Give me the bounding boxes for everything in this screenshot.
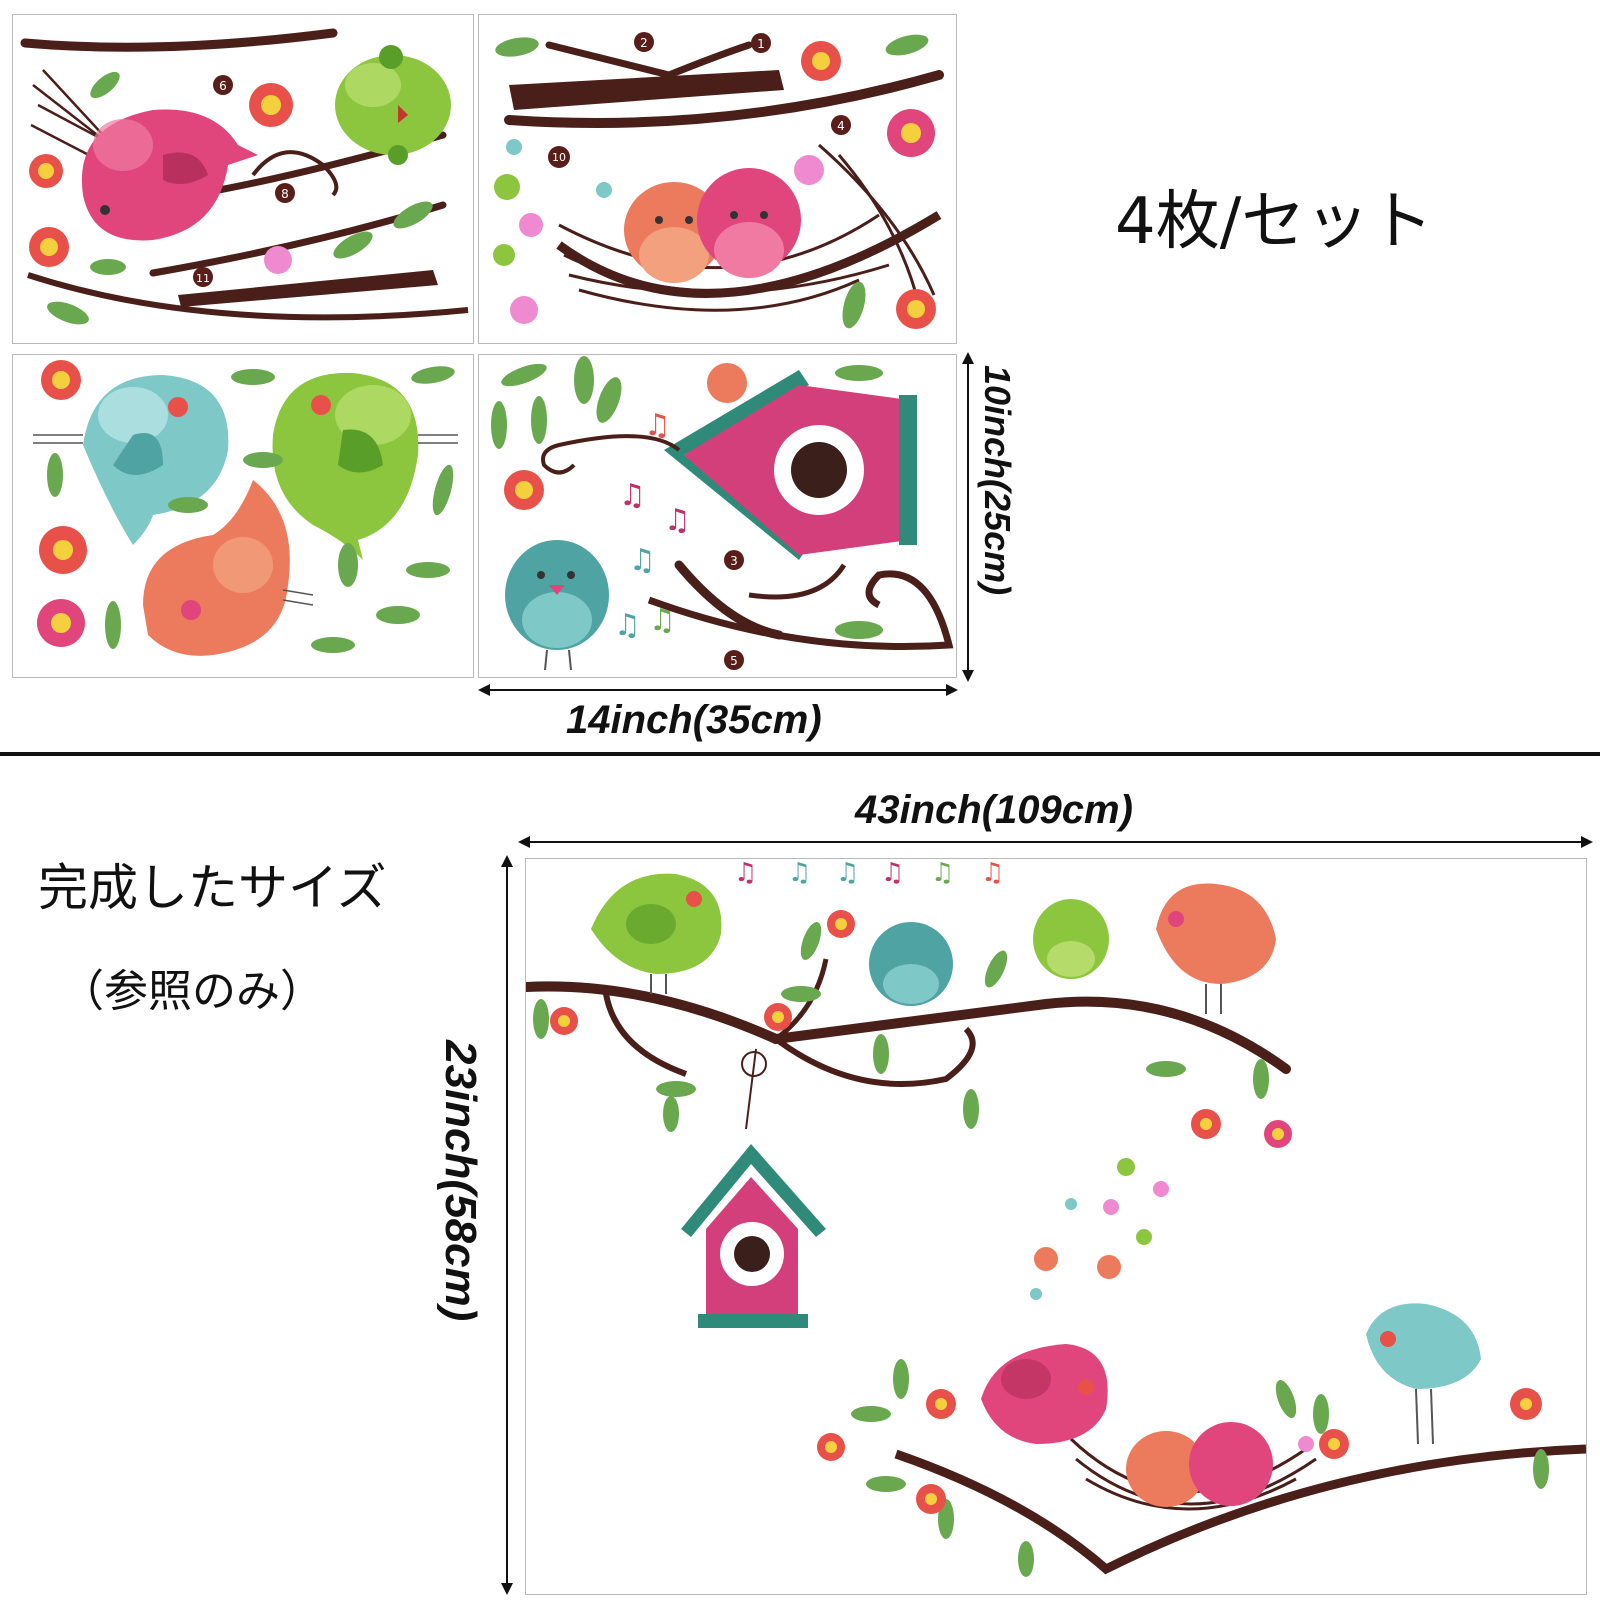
- sticker-number: 6: [219, 79, 227, 93]
- sticker-number: 10: [552, 151, 566, 164]
- sheet-1-artwork: 6 8 11: [20, 28, 469, 325]
- section-divider: [0, 752, 1600, 756]
- reference-only-label: （参照のみ）: [60, 966, 324, 1017]
- sticker-sheet-3: [12, 354, 474, 678]
- sticker-number: 11: [196, 272, 210, 285]
- sticker-number: 5: [730, 654, 738, 668]
- sticker-sheet-4: ♫ ♫ ♫ ♫ ♫ ♫ 3 5: [478, 354, 957, 678]
- finished-height-label: 23inch(58cm): [436, 1040, 485, 1322]
- svg-text:♫: ♫: [931, 859, 954, 888]
- sheet-height-label: 10inch(25cm): [977, 365, 1018, 596]
- sheet-4-artwork: ♫ ♫ ♫ ♫ ♫ ♫ 3 5: [491, 356, 954, 671]
- svg-text:♫: ♫: [644, 408, 671, 443]
- sheet-3-artwork: [33, 360, 458, 656]
- sticker-number: 4: [837, 119, 845, 133]
- sheet-width-label: 14inch(35cm): [566, 698, 822, 742]
- finished-size-label: 完成したサイズ: [38, 859, 387, 917]
- finished-wall-scene: ♫ ♫ ♫ ♫ ♫ ♫: [525, 858, 1587, 1595]
- sticker-sheet-1: 6 8 11: [12, 14, 474, 344]
- sticker-number: 3: [730, 554, 738, 568]
- svg-text:♫: ♫: [614, 608, 641, 643]
- finished-height-arrow: [501, 855, 513, 1595]
- sticker-number: 8: [281, 187, 289, 201]
- svg-text:♫: ♫: [788, 859, 811, 888]
- svg-text:♫: ♫: [836, 859, 859, 888]
- finished-scene-artwork: ♫ ♫ ♫ ♫ ♫ ♫: [526, 859, 1586, 1577]
- sticker-sheet-2: 2 1 4 10: [478, 14, 957, 344]
- sticker-number: 1: [757, 37, 765, 51]
- sheet-2-artwork: 2 1 4 10: [493, 32, 944, 329]
- finished-width-arrow: [518, 836, 1593, 848]
- sheet-width-arrow: [478, 684, 958, 696]
- svg-text:♫: ♫: [664, 503, 691, 538]
- svg-text:♫: ♫: [629, 543, 656, 578]
- set-count-label: 4枚/セット: [1115, 185, 1434, 259]
- svg-text:♫: ♫: [649, 603, 676, 638]
- finished-width-label: 43inch(109cm): [855, 788, 1133, 832]
- sheet-height-arrow: [962, 352, 974, 682]
- svg-text:♫: ♫: [619, 478, 646, 513]
- sticker-number: 2: [640, 36, 648, 50]
- svg-text:♫: ♫: [881, 859, 904, 888]
- svg-text:♫: ♫: [981, 859, 1004, 888]
- svg-text:♫: ♫: [734, 859, 757, 888]
